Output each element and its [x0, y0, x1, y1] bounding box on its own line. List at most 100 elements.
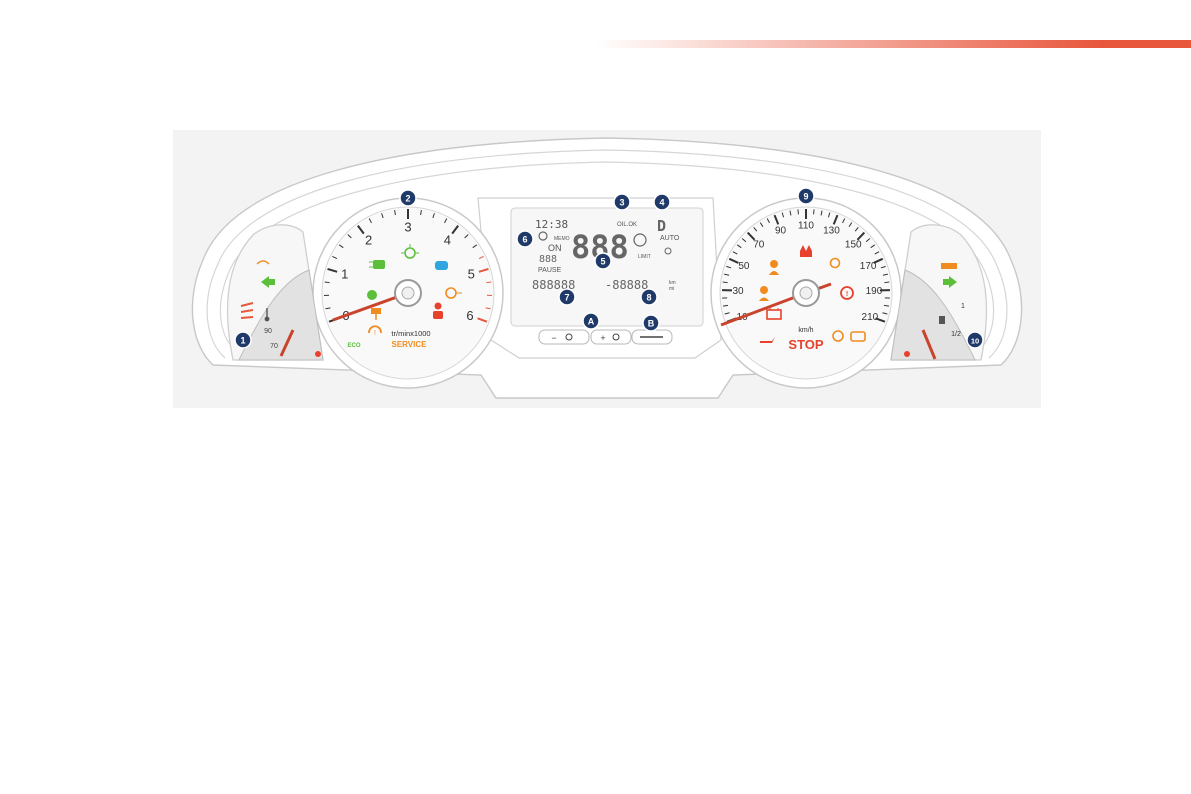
speedometer-tick [854, 226, 859, 232]
clock-display: 12:38 [535, 218, 568, 231]
tachometer-tick [485, 307, 491, 310]
speedometer-tick [741, 238, 747, 243]
callout-5: 5 [594, 252, 612, 270]
cruise-control-icon [538, 231, 548, 241]
speedometer-tick [865, 238, 871, 243]
speedometer-tick [722, 304, 729, 307]
speedometer-tick [753, 226, 758, 232]
speed-limiter-icon [633, 233, 647, 247]
speedometer-tick [724, 273, 730, 276]
tachometer-tick [327, 267, 338, 273]
tachometer-tick [464, 234, 469, 239]
glow-plug-icon [256, 260, 270, 265]
secondary-display: 888 [539, 254, 557, 265]
speedometer-tick [884, 281, 890, 284]
callout-2: 2 [399, 189, 417, 207]
button-plus-label: + [600, 333, 605, 343]
fuel-pump-icon [939, 316, 945, 324]
speedometer-tick [766, 218, 770, 224]
callout-label: A [588, 317, 595, 327]
tachometer-tick [332, 255, 338, 260]
callout-8: 8 [640, 288, 658, 306]
tachometer: 0123456 tr/minx1000 SERVICE ECO ! [312, 197, 504, 389]
speedometer-tick [789, 210, 792, 216]
speedometer-tick [856, 231, 866, 241]
speedometer-tick [832, 214, 839, 225]
right-indicator-icon [943, 276, 957, 288]
speedometer-tick [724, 312, 730, 315]
speedometer-tick [874, 251, 880, 255]
pause-label: PAUSE [538, 267, 562, 274]
fuel-label-half: 1/2 [951, 331, 961, 338]
tachometer-tick [357, 225, 365, 235]
airbag-passenger-icon [769, 260, 779, 275]
speedometer-tick [732, 251, 738, 255]
tachometer-tick [478, 255, 484, 260]
battery-icon [766, 308, 782, 320]
tachometer-tick [347, 234, 352, 239]
stop-warning: STOP [788, 337, 823, 352]
button-plus[interactable]: + [590, 329, 632, 345]
speedometer-tick [880, 265, 886, 269]
speedometer-label: 70 [753, 240, 765, 251]
speedometer-label: 190 [866, 286, 883, 297]
svg-text:!: ! [374, 330, 376, 337]
callout-3: 3 [613, 193, 631, 211]
sidelights-icon [369, 260, 385, 269]
button-minus-label: − [551, 333, 556, 343]
tachometer-unit: tr/minx1000 [391, 329, 430, 338]
instrument-cluster-diagram: 0123456 tr/minx1000 SERVICE ECO ! 103050… [173, 130, 1041, 408]
thermometer-display-icon [664, 247, 672, 255]
instrument-cluster: 0123456 tr/minx1000 SERVICE ECO ! 103050… [173, 130, 1041, 408]
seatbelt-icon [433, 302, 443, 319]
ice-icon [829, 257, 841, 269]
callout-10: 10 [966, 331, 984, 349]
callout-6: 6 [516, 230, 534, 248]
speedometer-label: 110 [798, 221, 814, 232]
callout-label: 9 [803, 192, 808, 202]
callout-a: A [582, 312, 600, 330]
speedometer-unit: km/h [798, 327, 813, 334]
airbag-icon [759, 286, 769, 301]
speedometer-tick [781, 212, 785, 218]
callout-label: 4 [659, 198, 664, 208]
trip-unit-km: km [669, 280, 676, 286]
tachometer-tick [472, 244, 478, 249]
temperature-label-70: 70 [270, 343, 278, 350]
callout-label: 6 [522, 235, 527, 245]
tachometer-tick [338, 244, 344, 249]
speedometer: 1030507090110130150170190210 km/h STOP ! [710, 197, 902, 389]
temperature-warning-dot [315, 351, 321, 357]
seatbelt-warning-icon [800, 245, 812, 257]
limit-label: LIMIT [638, 254, 651, 260]
trip-display-right: -88888 [605, 278, 648, 292]
engine-oil-icon [760, 337, 775, 343]
speedometer-tick [759, 222, 764, 228]
dipped-beam-icon [401, 244, 419, 259]
speedometer-label: 210 [862, 312, 879, 323]
trip-display-left: 888888 [532, 278, 575, 292]
header-accent-bar [596, 40, 1191, 48]
button-minus[interactable]: − [538, 329, 590, 345]
fuel-low-dot [904, 351, 910, 357]
tachometer-label: 2 [365, 233, 372, 248]
callout-label: 1 [240, 336, 245, 346]
tachometer-tick [444, 218, 448, 224]
tachometer-label: 3 [404, 220, 411, 235]
speedometer-tick [773, 214, 780, 225]
front-fog-lamp-icon [367, 290, 377, 300]
callout-label: 7 [564, 293, 569, 303]
temperature-red-mark [240, 302, 254, 307]
fuel-gauge: 1 1/2 [890, 263, 976, 361]
tachometer-tick [368, 218, 372, 224]
tachometer-tick [477, 317, 488, 323]
callout-label: 8 [646, 293, 651, 303]
speedometer-label: 150 [845, 240, 862, 251]
button-reset[interactable] [631, 329, 673, 345]
tachometer-tick [381, 213, 384, 219]
speedometer-label: 130 [823, 225, 840, 236]
tachometer-tick [325, 307, 331, 310]
callout-9: 9 [797, 187, 815, 205]
tachometer-tick [451, 225, 459, 235]
